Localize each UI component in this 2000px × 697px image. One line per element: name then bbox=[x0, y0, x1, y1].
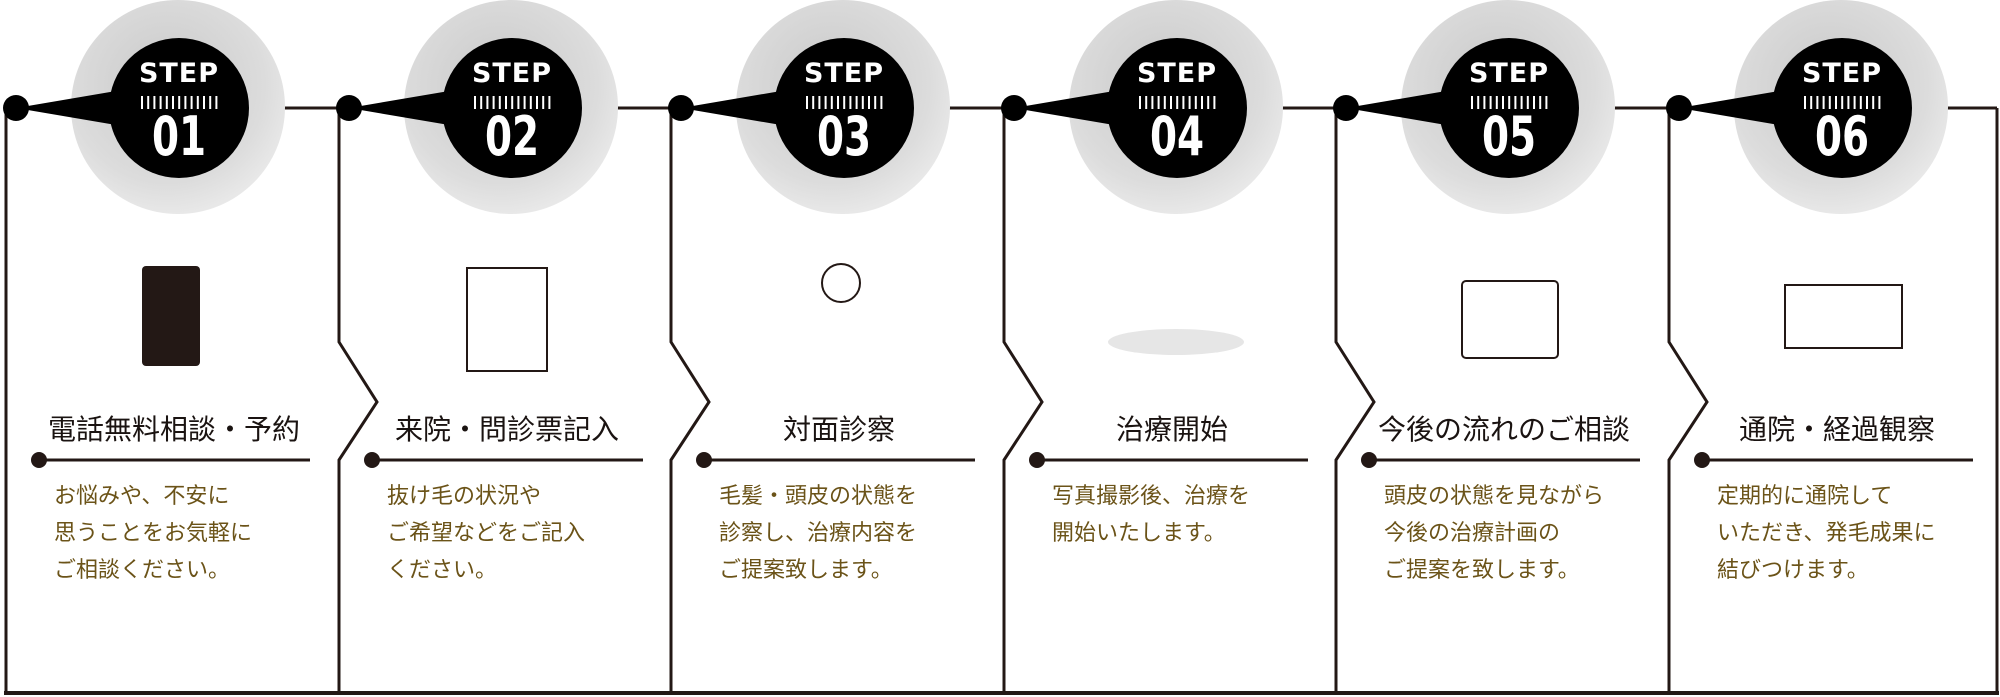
panel-divider bbox=[669, 108, 711, 693]
step-label: STEP bbox=[138, 58, 220, 89]
step-label: STEP bbox=[803, 58, 885, 89]
badge-pointer bbox=[681, 91, 781, 125]
panel-divider bbox=[1334, 108, 1376, 693]
description-line: 定期的に通院して bbox=[1717, 484, 1893, 509]
panel-divider bbox=[337, 108, 379, 693]
panel-divider bbox=[1002, 108, 1044, 693]
underline-dot bbox=[31, 452, 47, 468]
step-ticks bbox=[806, 96, 883, 109]
underline-dot bbox=[364, 452, 380, 468]
step-label: STEP bbox=[471, 58, 553, 89]
step-description: 定期的に通院していただき、発毛成果に結びつけます。 bbox=[1717, 478, 1935, 589]
description-line: 毛髪・頭皮の状態を bbox=[719, 484, 918, 509]
badge-pointer bbox=[1679, 91, 1779, 125]
timeline-dot bbox=[668, 95, 694, 121]
step-number: 02 bbox=[484, 105, 540, 168]
step-label: STEP bbox=[1136, 58, 1218, 89]
step-title: 治療開始 bbox=[1115, 413, 1228, 446]
description-line: ご提案致します。 bbox=[719, 558, 893, 583]
step-panel-04: STEP 04 治療開始 写真撮影後、治療を開始いたします。 bbox=[1001, 0, 1337, 697]
underline-dot bbox=[1029, 452, 1045, 468]
description-line: ください。 bbox=[387, 558, 498, 583]
description-line: 写真撮影後、治療を bbox=[1052, 484, 1251, 509]
step-title: 来院・問診票記入 bbox=[394, 413, 619, 446]
step-description: 抜け毛の状況やご希望などをご記入ください。 bbox=[387, 478, 585, 589]
timeline-dot bbox=[1333, 95, 1359, 121]
description-line: 思うことをお気軽に bbox=[54, 521, 253, 546]
step-description: お悩みや、不安に思うことをお気軽にご相談ください。 bbox=[54, 478, 252, 589]
description-line: 頭皮の状態を見ながら bbox=[1384, 484, 1605, 509]
step-title: 電話無料相談・予約 bbox=[47, 413, 300, 446]
step-title: 対面診察 bbox=[782, 413, 895, 446]
underline-dot bbox=[696, 452, 712, 468]
badge-pointer bbox=[1346, 91, 1446, 125]
timeline-dot bbox=[1666, 95, 1692, 121]
step-label: STEP bbox=[1801, 58, 1883, 89]
step-ticks bbox=[474, 96, 551, 109]
step-panel-03: STEP 03 対面診察 毛髪・頭皮の状態を診察し、治療内容をご提案致します。 bbox=[668, 0, 1004, 697]
step-ticks bbox=[1471, 96, 1548, 109]
description-line: 結びつけます。 bbox=[1717, 558, 1869, 583]
underline-dot bbox=[1361, 452, 1377, 468]
step-title: 通院・経過観察 bbox=[1738, 413, 1935, 446]
timeline-dot bbox=[1001, 95, 1027, 121]
step-panel-05: STEP 05 今後の流れのご相談 頭皮の状態を見ながら今後の治療計画のご提案を… bbox=[1333, 0, 1669, 697]
step-description: 毛髪・頭皮の状態を診察し、治療内容をご提案致します。 bbox=[719, 478, 917, 589]
step-frame bbox=[336, 0, 672, 695]
description-line: ご希望などをご記入 bbox=[387, 521, 586, 546]
description-line: 抜け毛の状況や bbox=[387, 484, 542, 509]
description-line: いただき、発毛成果に bbox=[1717, 521, 1936, 546]
description-line: ご提案を致します。 bbox=[1384, 558, 1580, 583]
step-frame bbox=[3, 0, 339, 695]
badge-pointer bbox=[349, 91, 449, 125]
clipboard-checklist-icon bbox=[466, 267, 548, 372]
underline-dot bbox=[1694, 452, 1710, 468]
description-line: お悩みや、不安に bbox=[54, 484, 230, 509]
badge-pointer bbox=[16, 91, 116, 125]
description-line: 診察し、治療内容を bbox=[719, 521, 918, 546]
needles-icon bbox=[1108, 329, 1244, 355]
step-label: STEP bbox=[1468, 58, 1550, 89]
badge-pointer bbox=[1014, 91, 1114, 125]
timeline-dot bbox=[3, 95, 29, 121]
description-line: 今後の治療計画の bbox=[1384, 521, 1561, 546]
step-number: 03 bbox=[816, 105, 872, 168]
step-number: 01 bbox=[151, 105, 207, 168]
description-line: ご相談ください。 bbox=[54, 558, 231, 583]
step-title: 今後の流れのご相談 bbox=[1377, 413, 1630, 446]
description-line: 開始いたします。 bbox=[1052, 521, 1226, 546]
step-description: 写真撮影後、治療を開始いたします。 bbox=[1052, 478, 1250, 552]
step-panel-01: STEP 01 電話無料相談・予約 お悩みや、不安に思うことをお気軽にご相談くだ… bbox=[3, 0, 339, 697]
step-ticks bbox=[1139, 96, 1216, 109]
timeline-dot bbox=[336, 95, 362, 121]
calendar-icon bbox=[1461, 280, 1559, 359]
panel-divider bbox=[1667, 108, 1709, 693]
clinic-building-icon bbox=[1784, 284, 1903, 349]
step-ticks bbox=[141, 96, 218, 109]
step-frame bbox=[668, 0, 1004, 695]
step-description: 頭皮の状態を見ながら今後の治療計画のご提案を致します。 bbox=[1384, 478, 1604, 589]
step-panel-02: STEP 02 来院・問診票記入 抜け毛の状況やご希望などをご記入ください。 bbox=[336, 0, 672, 697]
step-ticks bbox=[1804, 96, 1881, 109]
person-icon bbox=[821, 263, 861, 303]
step-panel-06: STEP 06 通院・経過観察 定期的に通院していただき、発毛成果に結びつけます… bbox=[1666, 0, 2000, 697]
step-number: 05 bbox=[1481, 105, 1537, 168]
step-frame bbox=[1666, 0, 1999, 695]
step-number: 06 bbox=[1814, 105, 1870, 168]
step-number: 04 bbox=[1149, 105, 1205, 168]
step-frame bbox=[1001, 0, 1337, 695]
smartphone-icon bbox=[142, 266, 200, 366]
step-frame bbox=[1333, 0, 1669, 695]
